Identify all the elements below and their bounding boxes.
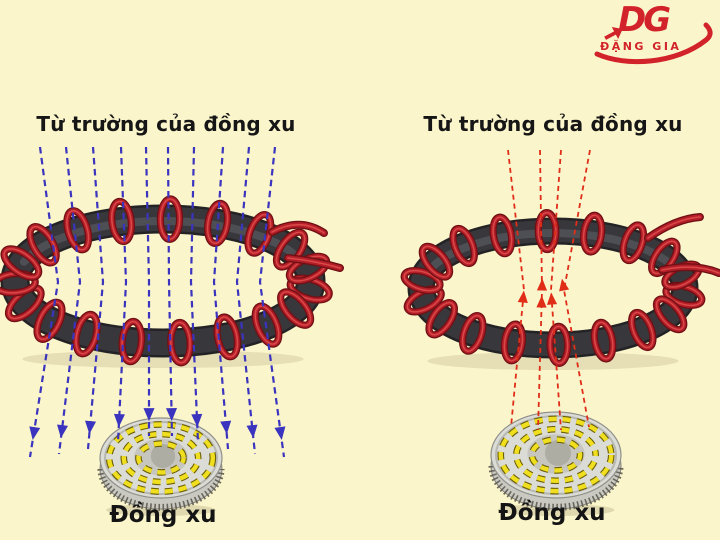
logo-arrow-icon [604, 26, 623, 40]
right-coil [400, 208, 720, 370]
left-field-lines [28, 146, 286, 458]
dang-gia-logo: DG ĐẶNG GIA [592, 0, 718, 66]
right-coin [488, 411, 624, 516]
left-panel-title: Từ trường của đồng xu [36, 112, 296, 136]
right-panel-title: Từ trường của đồng xu [423, 112, 683, 136]
logo-initials: DG [618, 0, 671, 40]
right-coin-caption: Đồng xu [498, 500, 606, 526]
right-field-lines [507, 149, 591, 431]
logo-swoosh-icon [594, 22, 713, 65]
logo-company: ĐẶNG GIA [600, 40, 682, 53]
left-coin-caption: Đồng xu [109, 502, 217, 528]
left-coin [97, 417, 225, 516]
